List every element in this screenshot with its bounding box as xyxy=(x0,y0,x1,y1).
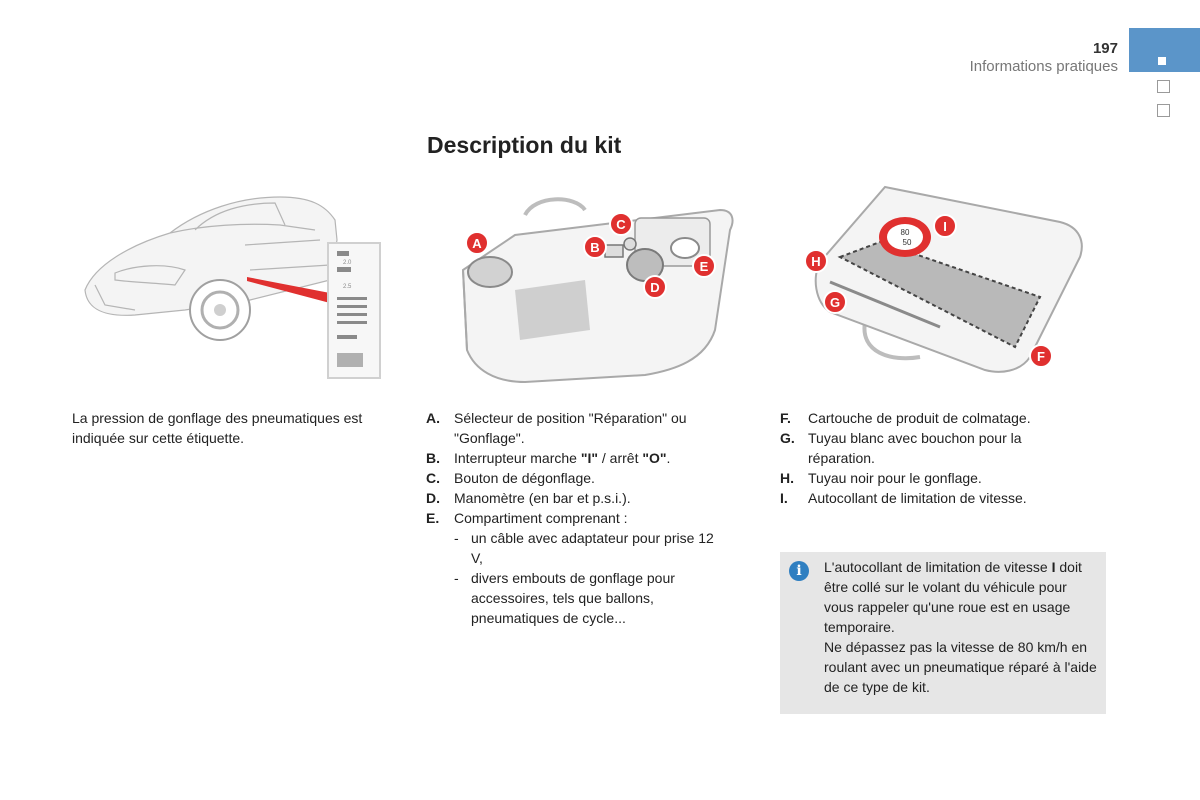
label-value: 2.5 xyxy=(343,284,352,290)
svg-text:A: A xyxy=(472,236,482,251)
svg-text:G: G xyxy=(830,295,840,310)
svg-text:H: H xyxy=(811,254,820,269)
svg-text:D: D xyxy=(650,280,659,295)
callout-b: B xyxy=(583,235,607,259)
list-item: D. Manomètre (en bar et p.s.i.). xyxy=(426,490,631,506)
page-number: 197 xyxy=(1092,40,1118,57)
instruction-label xyxy=(515,280,590,340)
list-item: H. Tuyau noir pour le gonflage. xyxy=(780,470,982,486)
sub-list-item: - divers embouts de gonflage pour access… xyxy=(454,570,675,626)
chapter-tab-marker xyxy=(1158,57,1166,65)
list-item: F. Cartouche de produit de colmatage. xyxy=(780,410,1031,426)
callout-i: I xyxy=(933,214,957,238)
chapter-tab-empty xyxy=(1157,80,1170,93)
list-item: E. Compartiment comprenant : xyxy=(426,510,628,526)
info-text: L'autocollant de limitation de vitesse I… xyxy=(824,559,1097,695)
svg-text:B: B xyxy=(590,240,599,255)
list-item: G. Tuyau blanc avec bouchon pour la répa… xyxy=(780,430,1022,466)
callout-g: G xyxy=(823,290,847,314)
chapter-tab-empty xyxy=(1157,104,1170,117)
section-title: Informations pratiques xyxy=(969,58,1118,75)
list-item: C. Bouton de dégonflage. xyxy=(426,470,595,486)
car-caption: La pression de gonflage des pneumatiques… xyxy=(72,410,363,446)
position-selector xyxy=(467,256,513,288)
kit-front-illustration: A B C D E xyxy=(461,197,734,384)
label-pointer xyxy=(247,277,330,303)
kit-parts-list-front: A. Sélecteur de position "Réparation" ou… xyxy=(426,408,726,628)
page-title: Description du kit xyxy=(427,132,622,158)
kit-back-illustration: 80 50 F G H I xyxy=(804,185,1083,373)
chapter-tab-active xyxy=(1129,28,1200,72)
white-hose xyxy=(829,280,941,329)
svg-text:C: C xyxy=(616,217,626,232)
sticker-value: 80 xyxy=(901,228,910,237)
list-item: B. Interrupteur marche "I" / arrêt "O". xyxy=(426,450,671,466)
kit-parts-list-back: F. Cartouche de produit de colmatage. G.… xyxy=(780,408,1080,508)
callout-a: A xyxy=(465,231,489,255)
callout-c: C xyxy=(609,212,633,236)
callout-e: E xyxy=(692,254,716,278)
callout-h: H xyxy=(804,249,828,273)
callout-d: D xyxy=(643,275,667,299)
list-item: A. Sélecteur de position "Réparation" ou… xyxy=(426,410,687,446)
svg-text:E: E xyxy=(700,259,709,274)
svg-text:I: I xyxy=(943,219,947,234)
info-icon: i xyxy=(789,561,809,581)
svg-text:F: F xyxy=(1037,349,1045,364)
label-value: 2.0 xyxy=(343,260,352,266)
callout-f: F xyxy=(1029,344,1053,368)
sub-list-item: - un câble avec adaptateur pour prise 12… xyxy=(454,530,714,566)
info-box xyxy=(780,552,1106,714)
cartridge xyxy=(837,240,1042,349)
sticker-value: 50 xyxy=(903,238,912,247)
car-illustration: 2.0 2.5 xyxy=(84,196,381,379)
list-item: I. Autocollant de limitation de vitesse. xyxy=(780,490,1027,506)
